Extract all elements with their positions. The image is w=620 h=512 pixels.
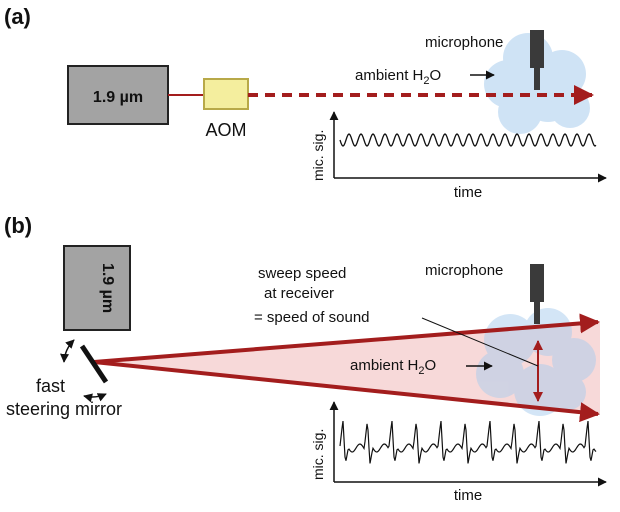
ambient-label: ambient H2O <box>355 67 441 87</box>
ambient-label: ambient H2O <box>350 357 436 377</box>
beam-lower <box>93 360 600 423</box>
signal-trace <box>339 420 597 464</box>
beam-upper <box>93 313 600 364</box>
aom-box <box>203 78 249 110</box>
panel-b-label: (b) <box>4 213 32 238</box>
y-axis-label: mic. sig. <box>310 429 326 480</box>
microphone-label: microphone <box>425 262 503 279</box>
x-axis-label: time <box>454 184 482 201</box>
steering-mirror <box>79 344 109 384</box>
mirror-rotation-arrow-lower <box>83 393 107 403</box>
panel-a: (a) 1.9 µm AOM microphone ambient H2O <box>4 4 607 201</box>
signal-trace <box>339 133 597 147</box>
aom-label: AOM <box>205 120 246 140</box>
beam-fan <box>94 322 600 414</box>
microphone-icon <box>530 30 544 90</box>
signal-plot-b: mic. sig. time <box>310 401 607 504</box>
mirror-rotation-arrow <box>60 339 75 363</box>
laser-source <box>63 245 131 331</box>
signal-plot-a: mic. sig. time <box>310 111 607 201</box>
annotation-pointer <box>421 317 539 367</box>
microphone-label: microphone <box>425 34 503 51</box>
laser-wavelength-label: 1.9 µm <box>93 89 143 106</box>
y-axis-label: mic. sig. <box>310 130 326 181</box>
sweep-annotation: sweep speed at receiver = speed of sound <box>254 265 370 326</box>
panel-a-label: (a) <box>4 4 31 29</box>
water-vapor-cloud <box>476 308 596 416</box>
x-axis-label: time <box>454 487 482 504</box>
microphone-icon <box>530 264 544 324</box>
laser-wavelength-label: 1.9 µm <box>99 263 116 313</box>
